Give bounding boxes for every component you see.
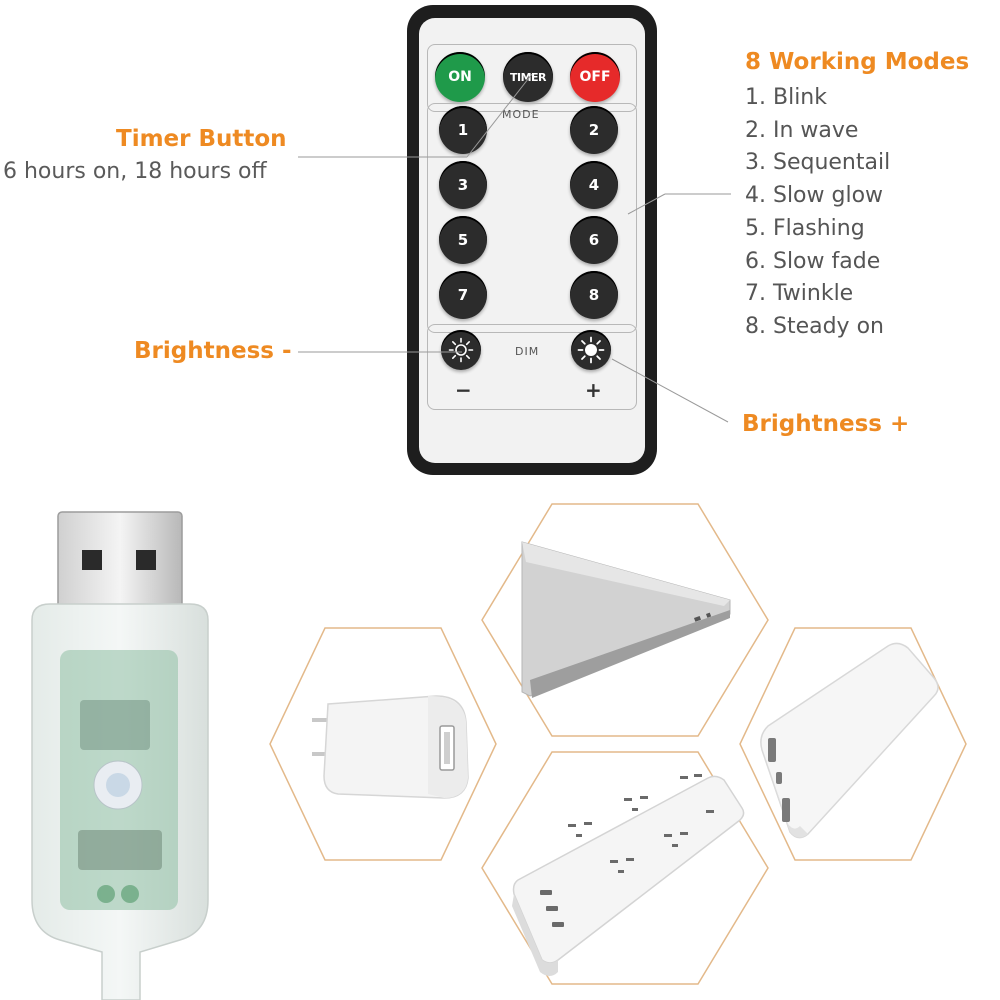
mode-item-8: 8. Steady on [745, 313, 884, 339]
usb-slot-right [136, 550, 156, 570]
on-button[interactable]: ON [435, 52, 485, 102]
usb-plug-image [31, 511, 209, 1000]
mode-button-5[interactable]: 5 [439, 216, 487, 264]
minus-sign: − [455, 378, 472, 402]
modes-list: 1. Blink 2. In wave 3. Sequentail 4. Slo… [745, 82, 890, 344]
dim-label: DIM [515, 345, 540, 358]
mode-item-5: 5. Flashing [745, 215, 865, 241]
mode-item-2: 2. In wave [745, 117, 859, 143]
remote-top-panel [427, 44, 637, 112]
mode-button-7[interactable]: 7 [439, 271, 487, 319]
brightness-plus-line [611, 358, 729, 423]
brightness-minus-label: Brightness - [134, 338, 292, 364]
hex-wall-adapter [269, 627, 497, 861]
mode-button-4[interactable]: 4 [570, 161, 618, 209]
brightness-down-button[interactable] [441, 330, 481, 370]
remote-face: ON TIMER OFF MODE 1 2 3 4 5 6 7 8 DIM [419, 18, 645, 463]
mode-item-6: 6. Slow fade [745, 248, 881, 274]
modes-callout-pointer [627, 193, 666, 215]
wall-adapter-image [312, 695, 469, 799]
mode-button-3[interactable]: 3 [439, 161, 487, 209]
timer-button[interactable]: TIMER [503, 52, 553, 102]
mode-item-4: 4. Slow glow [745, 183, 884, 209]
mode-button-1[interactable]: 1 [439, 106, 487, 154]
usb-slot-left [82, 550, 102, 570]
dim-panel [427, 324, 637, 410]
plus-sign: + [585, 378, 602, 402]
laptop-image [521, 541, 731, 698]
hex-laptop [481, 503, 769, 737]
hex-power-bank [739, 627, 967, 861]
modes-callout-title: 8 Working Modes [745, 49, 970, 75]
timer-callout-subtitle: 6 hours on, 18 hours off [3, 159, 267, 184]
timer-callout-title: Timer Button [116, 126, 287, 152]
timer-callout-pointer [466, 73, 533, 158]
mode-button-8[interactable]: 8 [570, 271, 618, 319]
hex-power-strip [481, 751, 769, 985]
mode-panel [427, 103, 637, 333]
callout-lines [298, 73, 731, 423]
mode-item-3: 3. Sequentail [745, 150, 891, 176]
brightness-up-button[interactable] [571, 330, 611, 370]
power-strip-image [512, 774, 745, 976]
sun-filled-icon [577, 336, 605, 364]
brightness-plus-label: Brightness + [742, 411, 910, 437]
sun-outline-icon [448, 337, 474, 363]
mode-item-1: 1. Blink [745, 85, 827, 110]
mode-button-6[interactable]: 6 [570, 216, 618, 264]
off-button[interactable]: OFF [570, 52, 620, 102]
power-bank-image [760, 642, 939, 839]
mode-item-7: 7. Twinkle [745, 281, 854, 307]
mode-label: MODE [502, 108, 540, 121]
mode-button-2[interactable]: 2 [570, 106, 618, 154]
